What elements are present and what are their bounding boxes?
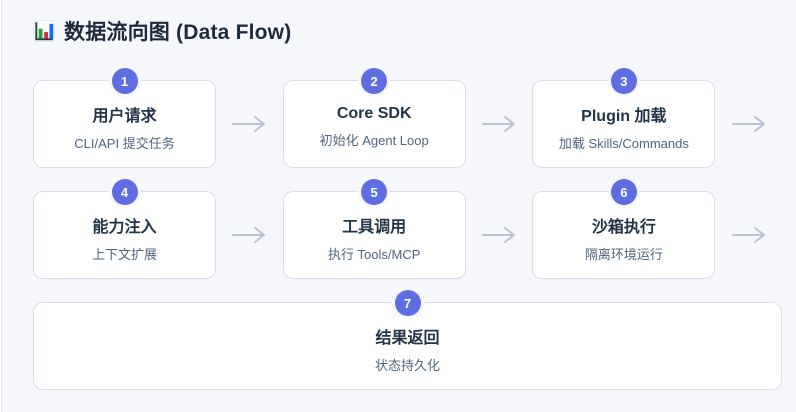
page-title: 数据流向图 (Data Flow) <box>33 16 782 46</box>
step-number-badge: 5 <box>361 179 388 205</box>
flow-row-1: 1 用户请求 CLI/API 提交任务 2 Core SDK 初始化 Agent… <box>33 68 782 168</box>
step-number-badge: 2 <box>361 68 388 94</box>
step-title: 用户请求 <box>92 108 157 125</box>
step-title: Plugin 加载 <box>581 108 667 125</box>
step-number-badge: 6 <box>610 179 637 205</box>
flow-arrow-icon <box>715 80 782 168</box>
flow-step-card-6: 6 沙箱执行 隔离环境运行 <box>532 179 716 279</box>
flow-step-card-4: 4 能力注入 上下文扩展 <box>33 179 216 279</box>
page-left-edge <box>0 0 2 412</box>
flow-row-2: 4 能力注入 上下文扩展 5 工具调用 执行 Tools/MCP 6 沙箱执行 … <box>33 179 782 279</box>
flow-arrow-icon <box>216 80 283 168</box>
flow-arrow-icon <box>466 80 533 168</box>
step-title: 结果返回 <box>375 330 440 347</box>
page-title-text: 数据流向图 (Data Flow) <box>64 21 292 44</box>
step-title: 工具调用 <box>342 219 407 236</box>
flow-step-card-7: 7 结果返回 状态持久化 <box>33 290 782 390</box>
step-subtitle: 初始化 Agent Loop <box>319 133 429 148</box>
step-number-badge: 4 <box>111 179 138 205</box>
flow-arrow-icon <box>715 191 782 279</box>
step-number-badge: 7 <box>394 290 421 316</box>
step-subtitle: 加载 Skills/Commands <box>558 136 689 151</box>
step-title: Core SDK <box>336 105 412 122</box>
step-number-badge: 3 <box>610 68 637 94</box>
data-flow-diagram: 数据流向图 (Data Flow) 1 用户请求 CLI/API 提交任务 2 … <box>33 16 782 390</box>
step-subtitle: 执行 Tools/MCP <box>327 247 421 262</box>
step-subtitle: CLI/API 提交任务 <box>74 136 175 151</box>
flow-arrow-icon <box>466 191 533 279</box>
flow-step-card-5: 5 工具调用 执行 Tools/MCP <box>282 179 466 279</box>
flow-arrow-icon <box>216 191 283 279</box>
flow-step-card-3: 3 Plugin 加载 加载 Skills/Commands <box>532 68 716 168</box>
step-number-badge: 1 <box>111 68 138 94</box>
flow-step-card-1: 1 用户请求 CLI/API 提交任务 <box>33 68 216 168</box>
step-subtitle: 状态持久化 <box>374 358 440 373</box>
bar-chart-icon <box>33 20 55 42</box>
step-title: 能力注入 <box>92 219 157 236</box>
step-subtitle: 上下文扩展 <box>91 247 157 262</box>
step-subtitle: 隔离环境运行 <box>584 247 663 262</box>
flow-step-card-2: 2 Core SDK 初始化 Agent Loop <box>282 68 466 168</box>
step-title: 沙箱执行 <box>591 219 656 236</box>
flow-row-3: 7 结果返回 状态持久化 <box>33 290 782 390</box>
